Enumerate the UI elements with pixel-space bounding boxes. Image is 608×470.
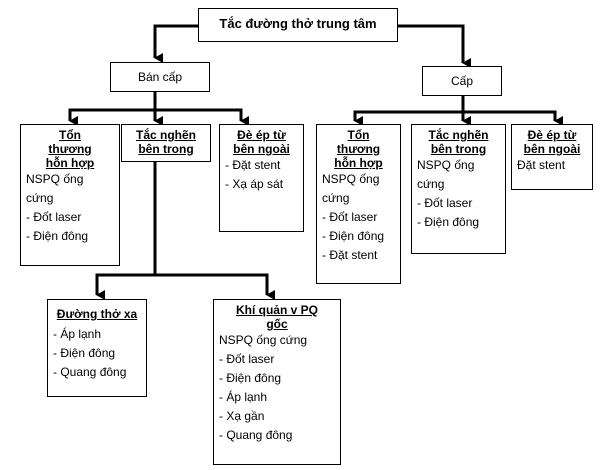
cap-label: Cấp: [450, 74, 473, 88]
list-item: NSPQ ống cứng: [322, 172, 380, 205]
khi-quan-title: Khí quản v PQ gốc: [235, 303, 318, 331]
arrow-root-to-cap: [398, 24, 471, 68]
arrow-tac-nghen-to-khi-quan: [155, 273, 275, 300]
ban-cap-tac-nghen-box: Tắc nghẽn bên trong: [121, 124, 211, 162]
list-item: - Đốt laser: [219, 352, 275, 366]
list-item: NSPQ ống cứng: [26, 172, 84, 205]
arrow-cap-to-ton-thuong: [353, 95, 465, 126]
ban-cap-box: Bán cấp: [110, 62, 210, 92]
list-item: - Điện đông: [26, 229, 89, 243]
cap-de-ep-box: Đè ép từ bên ngoài Đặt stent: [511, 124, 593, 190]
list-item: - Điện đông: [322, 229, 385, 243]
duong-tho-xa-title: Đường thở xa: [56, 307, 138, 321]
ban-cap-de-ep-box: Đè ép từ bên ngoài - Đặt stent - Xạ áp s…: [219, 124, 304, 232]
list-item: - Đốt laser: [417, 196, 473, 210]
cap-box: Cấp: [422, 66, 502, 96]
arrow-root-to-ban-cap: [153, 24, 198, 63]
list-item: Đặt stent: [517, 158, 566, 172]
list-item: - Đốt laser: [26, 210, 82, 224]
ban-cap-ton-thuong-title: Tổn thương hỗn hợp: [45, 128, 95, 170]
list-item: - Áp lạnh: [53, 327, 102, 341]
list-item: - Xạ gần: [219, 409, 265, 423]
arrow-ban-cap-to-ton-thuong: [68, 90, 157, 126]
ban-cap-tac-nghen-title: Tắc nghẽn bên trong: [135, 128, 196, 156]
cap-tac-nghen-box: Tắc nghẽn bên trong NSPQ ống cứng - Đốt …: [411, 124, 506, 254]
root-box: Tắc đường thở trung tâm: [198, 8, 398, 42]
cap-ton-thuong-box: Tổn thương hỗn hợp NSPQ ống cứng - Đốt l…: [316, 124, 401, 284]
duong-tho-xa-box: Đường thở xa - Áp lạnh - Điện đông - Qua…: [47, 299, 147, 397]
list-item: - Xạ áp sát: [225, 177, 284, 191]
list-item: - Điện đông: [417, 215, 480, 229]
arrow-ban-cap-to-de-ep: [155, 108, 249, 126]
list-item: - Đặt stent: [225, 158, 281, 172]
list-item: - Đặt stent: [322, 248, 378, 262]
list-item: NSPQ ống cứng: [417, 158, 475, 191]
ban-cap-de-ep-title: Đè ép từ bên ngoài: [233, 128, 290, 156]
list-item: - Điện đông: [53, 346, 116, 360]
list-item: - Áp lạnh: [219, 390, 268, 404]
list-item: - Quang đông: [219, 428, 293, 442]
khi-quan-box: Khí quản v PQ gốc NSPQ ống cứng - Đốt la…: [213, 299, 341, 465]
root-title: Tắc đường thở trung tâm: [219, 16, 377, 31]
list-item: - Điện đông: [219, 371, 282, 385]
list-item: NSPQ ống cứng: [219, 333, 308, 347]
cap-ton-thuong-title: Tổn thương hỗn hợp: [334, 128, 383, 170]
ban-cap-label: Bán cấp: [137, 70, 183, 84]
list-item: - Đốt laser: [322, 210, 378, 224]
arrow-cap-to-de-ep: [463, 110, 563, 126]
list-item: - Quang đông: [53, 365, 127, 379]
ban-cap-ton-thuong-box: Tổn thương hỗn hợp NSPQ ống cứng - Đốt l…: [20, 124, 120, 266]
cap-de-ep-title: Đè ép từ bên ngoài: [523, 128, 581, 156]
cap-tac-nghen-title: Tắc nghẽn bên trong: [428, 128, 489, 156]
arrow-tac-nghen-to-duong-tho-xa: [95, 160, 157, 300]
